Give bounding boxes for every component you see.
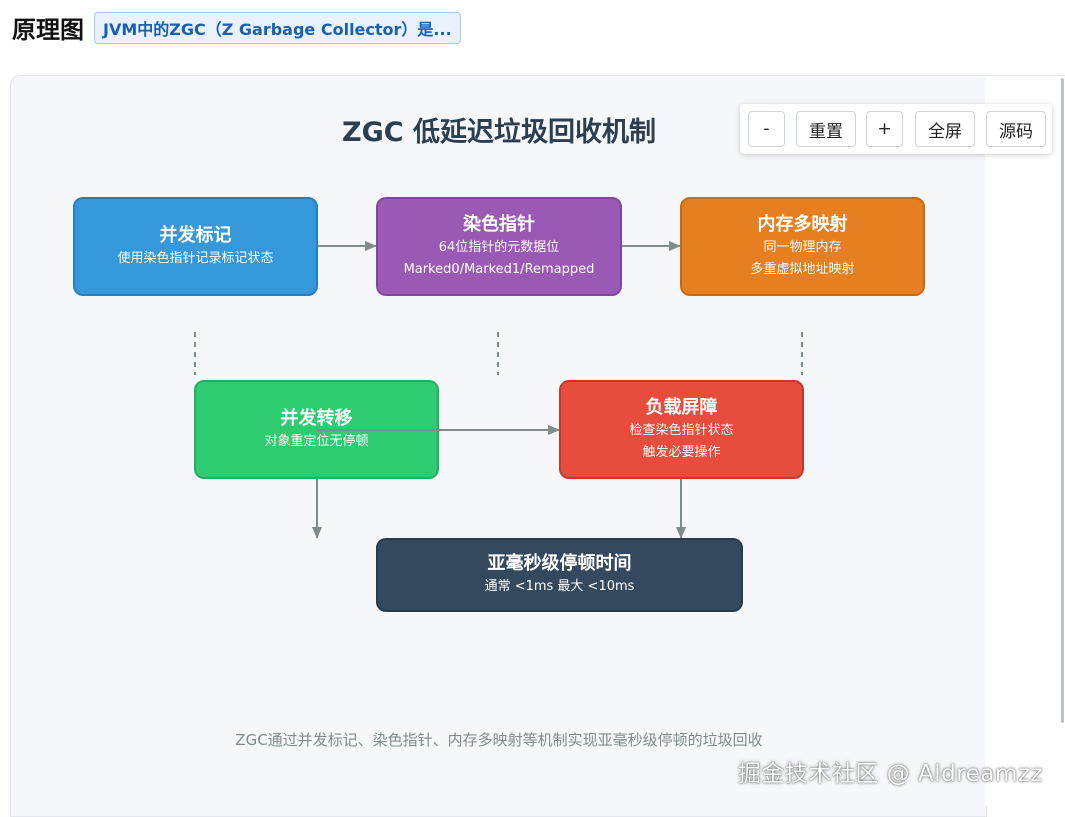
node-title: 染色指针: [463, 213, 535, 235]
node-title: 负载屏障: [645, 396, 718, 418]
node-concurrent-mark: 并发标记 使用染色指针记录标记状态: [73, 197, 318, 296]
page-title: 原理图: [12, 16, 84, 44]
zoom-in-button[interactable]: +: [866, 111, 903, 147]
node-title: 内存多映射: [757, 213, 848, 235]
node-title: 亚毫秒级停顿时间: [487, 553, 632, 574]
node-multi-mapping: 内存多映射 同一物理内存 多重虚拟地址映射: [680, 197, 925, 296]
node-colored-pointers: 染色指针 64位指针的元数据位 Marked0/Marked1/Remapped: [376, 197, 622, 296]
node-title: 并发转移: [280, 407, 353, 429]
node-desc: 使用染色指针记录标记状态: [117, 250, 274, 266]
node-desc: 多重虚拟地址映射: [750, 261, 855, 277]
diagram-title: ZGC 低延迟垃圾回收机制: [342, 117, 656, 148]
source-button[interactable]: 源码: [986, 111, 1046, 147]
node-desc: 检查染色指针状态: [629, 422, 734, 438]
diagram-caption: ZGC通过并发标记、染色指针、内存多映射等机制实现亚毫秒级停顿的垃圾回收: [235, 731, 763, 749]
node-desc: 对象重定位无停顿: [264, 433, 369, 449]
node-title: 并发标记: [159, 224, 232, 246]
diagram-toolbar: - 重置 + 全屏 源码: [740, 104, 1052, 154]
node-desc: Marked0/Marked1/Remapped: [403, 261, 595, 277]
node-submillisecond-pause: 亚毫秒级停顿时间 通常 <1ms 最大 <10ms: [376, 538, 743, 612]
watermark: 掘金技术社区 @ Aldreamzz: [737, 761, 1043, 787]
node-desc: 同一物理内存: [763, 239, 842, 255]
title-chip[interactable]: JVM中的ZGC（Z Garbage Collector）是...: [94, 11, 461, 44]
zoom-out-button[interactable]: -: [748, 111, 785, 147]
node-desc: 64位指针的元数据位: [438, 239, 560, 255]
reset-button[interactable]: 重置: [796, 111, 856, 147]
fullscreen-button[interactable]: 全屏: [915, 111, 975, 147]
node-desc: 触发必要操作: [642, 444, 721, 460]
node-load-barrier: 负载屏障 检查染色指针状态 触发必要操作: [559, 380, 804, 479]
header: 原理图 JVM中的ZGC（Z Garbage Collector）是...: [12, 10, 461, 45]
scrollbar-track: [985, 75, 1065, 805]
node-desc: 通常 <1ms 最大 <10ms: [484, 579, 635, 594]
node-concurrent-relocate: 并发转移 对象重定位无停顿: [194, 380, 439, 479]
scrollbar-thumb[interactable]: [1061, 78, 1064, 723]
